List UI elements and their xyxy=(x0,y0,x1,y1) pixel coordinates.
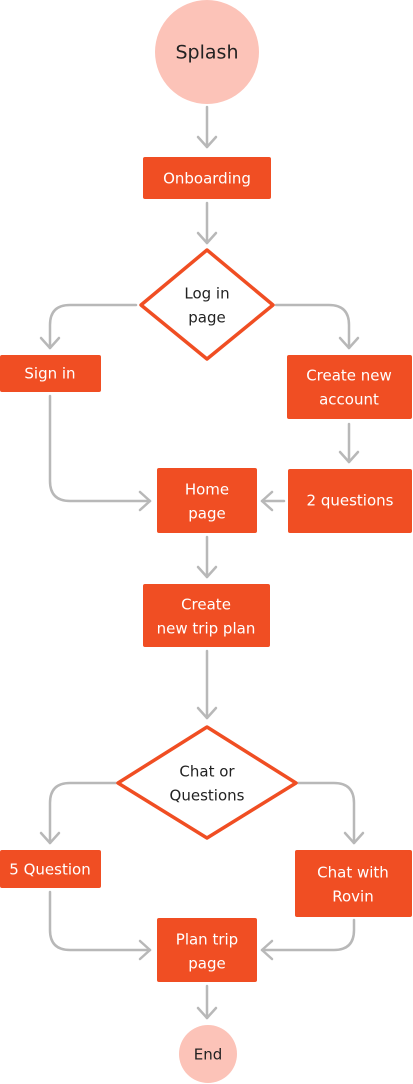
plan-trip-label-line2: page xyxy=(188,955,225,973)
create-trip-box xyxy=(143,584,270,647)
node-end: End xyxy=(179,1025,237,1083)
node-chat-or-questions-decision: Chat or Questions xyxy=(116,725,298,840)
create-account-box xyxy=(287,355,412,419)
five-question-label: 5 Question xyxy=(9,861,90,879)
home-label-line2: page xyxy=(188,505,225,523)
node-chat-rovin: Chat with Rovin xyxy=(295,850,412,917)
chat-or-questions-label-line1: Chat or xyxy=(179,763,235,781)
signin-label: Sign in xyxy=(24,365,75,383)
connectors xyxy=(39,105,365,1020)
login-label-line2: page xyxy=(188,309,225,327)
node-splash: Splash xyxy=(155,0,259,104)
signin-box xyxy=(0,355,101,392)
arrowhead-end xyxy=(196,1006,218,1020)
node-two-questions: 2 questions xyxy=(288,469,412,533)
node-create-account: Create new account xyxy=(287,355,412,419)
node-signin: Sign in xyxy=(0,355,101,392)
create-trip-label-line1: Create xyxy=(181,596,231,614)
plan-trip-box xyxy=(157,918,257,982)
arrowhead-chat-or-questions xyxy=(196,706,218,720)
arrowhead-onboarding xyxy=(196,135,218,149)
chat-or-questions-diamond xyxy=(116,725,298,840)
connector-five-question-plan-trip xyxy=(48,890,152,952)
login-label-line1: Log in xyxy=(184,285,229,303)
create-account-label-line2: account xyxy=(319,391,379,409)
connector-login-create-account xyxy=(274,303,351,350)
connector-chat-rovin-plan-trip xyxy=(260,918,356,952)
two-questions-label: 2 questions xyxy=(307,492,394,510)
arrowhead-signin xyxy=(39,336,61,350)
arrowhead-login xyxy=(196,231,218,245)
splash-label: Splash xyxy=(176,42,239,64)
arrowhead-plan-trip-left xyxy=(138,939,152,961)
home-label-line1: Home xyxy=(185,481,229,499)
two-questions-box xyxy=(288,469,412,533)
chat-rovin-label-line2: Rovin xyxy=(332,888,373,906)
arrowhead-home-left xyxy=(138,490,152,512)
create-trip-label-line2: new trip plan xyxy=(157,620,256,638)
home-box xyxy=(157,468,257,533)
arrowhead-chat-rovin xyxy=(343,831,365,845)
arrowhead-create-trip xyxy=(196,565,218,579)
connector-decision-five-question xyxy=(48,781,118,845)
node-create-trip: Create new trip plan xyxy=(143,584,270,647)
arrowhead-create-account xyxy=(338,336,360,350)
five-question-box xyxy=(0,850,101,888)
create-account-label-line1: Create new xyxy=(306,367,392,385)
onboarding-label: Onboarding xyxy=(163,170,251,188)
chat-rovin-label-line1: Chat with xyxy=(317,864,389,882)
node-home: Home page xyxy=(157,468,257,533)
splash-circle xyxy=(155,0,259,104)
arrowhead-plan-trip-right xyxy=(260,939,274,961)
arrowhead-home-right xyxy=(260,490,274,512)
end-label: End xyxy=(194,1046,223,1064)
node-plan-trip: Plan trip page xyxy=(157,918,257,982)
arrowhead-two-questions xyxy=(338,450,360,464)
onboarding-box xyxy=(143,157,271,199)
end-circle xyxy=(179,1025,237,1083)
chat-or-questions-label-line2: Questions xyxy=(170,787,245,805)
arrowhead-five-question xyxy=(39,831,61,845)
node-onboarding: Onboarding xyxy=(143,157,271,199)
plan-trip-label-line1: Plan trip xyxy=(176,931,238,949)
login-diamond xyxy=(139,248,275,361)
connector-signin-home xyxy=(48,394,152,503)
node-login-decision: Log in page xyxy=(139,248,275,361)
node-five-question: 5 Question xyxy=(0,850,101,888)
chat-rovin-box xyxy=(295,850,412,917)
connector-login-signin xyxy=(48,303,138,350)
connector-decision-chat-rovin xyxy=(296,781,356,845)
